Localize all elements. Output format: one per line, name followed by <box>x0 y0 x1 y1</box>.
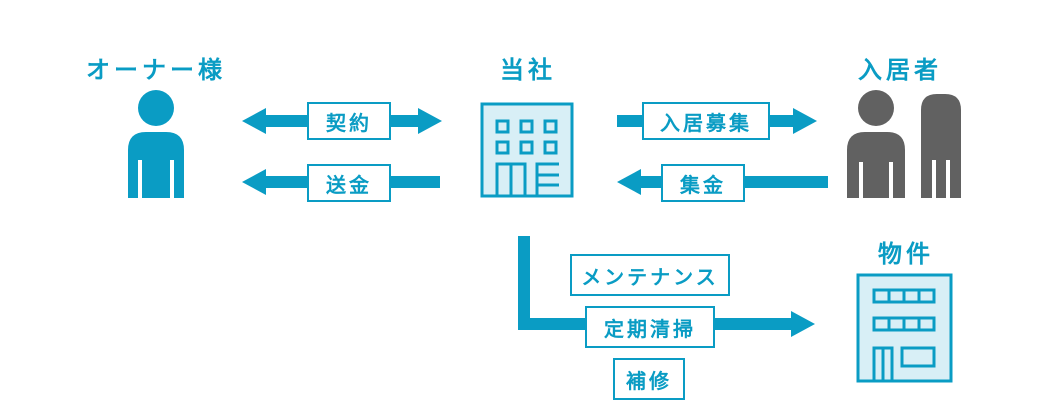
residents-heading: 入居者 <box>858 56 942 84</box>
repairs-label: 補修 <box>613 358 685 400</box>
remittance-label: 送金 <box>307 164 391 202</box>
company-building-icon <box>480 102 574 198</box>
owner-heading: オーナー様 <box>86 56 226 84</box>
property-building-icon <box>856 273 953 383</box>
collection-label: 集金 <box>661 164 745 202</box>
property-heading: 物件 <box>878 240 934 268</box>
periodic-cleaning-label: 定期清掃 <box>585 306 715 348</box>
company-heading: 当社 <box>500 56 556 84</box>
recruitment-label: 入居募集 <box>642 102 770 140</box>
maintenance-label: メンテナンス <box>570 254 730 296</box>
residents-people-icon <box>847 90 961 198</box>
owner-person-icon <box>128 90 184 198</box>
contract-label: 契約 <box>307 102 391 140</box>
